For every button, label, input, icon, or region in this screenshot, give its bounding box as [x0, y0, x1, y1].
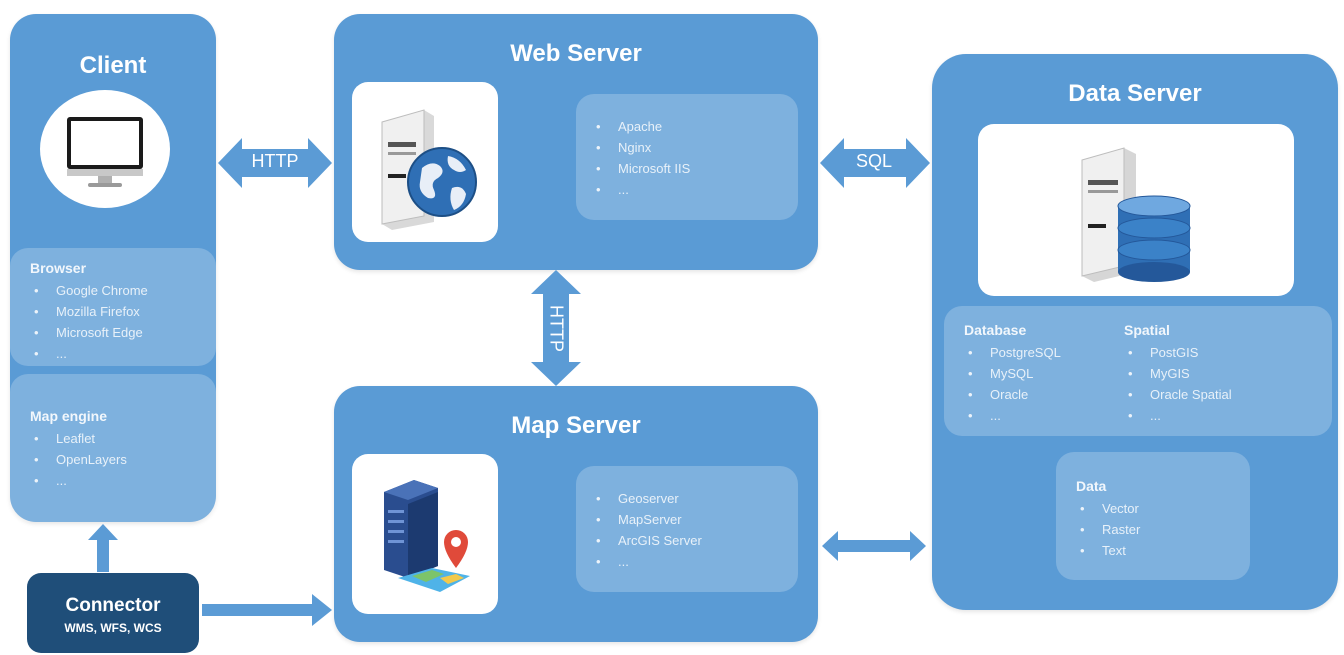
map-server-icon [384, 480, 470, 592]
spatial-list: PostGIS MyGIS Oracle Spatial ... [1124, 342, 1232, 426]
list-item: Apache [592, 116, 690, 137]
http-double-arrow-web-map [531, 270, 581, 386]
list-item: MyGIS [1124, 363, 1232, 384]
browser-list: Google Chrome Mozilla Firefox Microsoft … [30, 280, 148, 364]
list-item: MySQL [964, 363, 1061, 384]
list-item: ... [592, 179, 690, 200]
web-server-box: Web Server Apache Nginx Microsoft IIS ..… [334, 14, 818, 270]
web-server-image-card [352, 82, 498, 242]
list-item: Nginx [592, 137, 690, 158]
data-server-box: Data Server Database PostgreSQL MySQL Or… [932, 54, 1338, 610]
spatial-heading: Spatial [1124, 322, 1170, 338]
http-double-arrow-client-web [218, 138, 332, 188]
list-item: Microsoft Edge [30, 322, 148, 343]
list-item: ... [964, 405, 1061, 426]
map-engine-heading: Map engine [30, 408, 108, 424]
data-heading: Data [1076, 478, 1107, 494]
browser-heading: Browser [30, 260, 87, 276]
connector-subtitle: WMS, WFS, WCS [64, 621, 162, 635]
data-list: Vector Raster Text [1076, 498, 1140, 561]
data-server-title: Data Server [1068, 80, 1202, 107]
list-item: ArcGIS Server [592, 530, 702, 551]
browser-panel: Browser Google Chrome Mozilla Firefox Mi… [10, 248, 216, 366]
list-item: Vector [1076, 498, 1140, 519]
client-box: Client Browser Google Chrome Mozilla Fir… [10, 14, 216, 522]
map-server-software-panel: Geoserver MapServer ArcGIS Server ... [576, 466, 798, 592]
list-item: OpenLayers [30, 449, 127, 470]
list-item: Text [1076, 540, 1140, 561]
data-server-image-card [978, 124, 1294, 296]
list-item: PostGIS [1124, 342, 1232, 363]
sql-label: SQL [855, 151, 893, 171]
http-label-client-web: HTTP [251, 151, 299, 171]
list-item: Oracle [964, 384, 1061, 405]
database-icon [1081, 147, 1191, 282]
list-item: Mozilla Firefox [30, 301, 148, 322]
web-server-list: Apache Nginx Microsoft IIS ... [592, 116, 690, 200]
database-list: PostgreSQL MySQL Oracle ... [964, 342, 1061, 426]
sql-double-arrow [820, 138, 930, 188]
list-item: MapServer [592, 509, 702, 530]
connector-to-map-arrow [202, 594, 332, 626]
list-item: ... [1124, 405, 1232, 426]
map-server-list: Geoserver MapServer ArcGIS Server ... [592, 488, 702, 572]
data-panel: Data Vector Raster Text [1056, 452, 1250, 580]
list-item: Google Chrome [30, 280, 148, 301]
web-server-software-panel: Apache Nginx Microsoft IIS ... [576, 94, 798, 220]
list-item: ... [30, 343, 148, 364]
map-server-title: Map Server [511, 412, 641, 439]
map-server-box: Map Server Geoserver MapServer ArcGIS Se… [334, 386, 818, 642]
list-item: PostgreSQL [964, 342, 1061, 363]
http-label-web-map: HTTP [546, 305, 567, 352]
map-engine-list: Leaflet OpenLayers ... [30, 428, 127, 491]
connector-box: Connector WMS, WFS, WCS [27, 573, 199, 653]
list-item: ... [592, 551, 702, 572]
list-item: Geoserver [592, 488, 702, 509]
web-server-title: Web Server [510, 40, 642, 67]
map-data-double-arrow [822, 531, 926, 561]
connector-title: Connector [65, 595, 161, 616]
list-item: Raster [1076, 519, 1140, 540]
client-title: Client [79, 52, 147, 79]
map-engine-panel: Map engine Leaflet OpenLayers ... [10, 374, 216, 522]
web-server-icon [381, 109, 477, 230]
database-heading: Database [964, 322, 1027, 338]
list-item: Microsoft IIS [592, 158, 690, 179]
map-server-image-card [352, 454, 498, 614]
monitor-icon [67, 117, 143, 187]
list-item: Oracle Spatial [1124, 384, 1232, 405]
list-item: Leaflet [30, 428, 127, 449]
list-item: ... [30, 470, 127, 491]
connector-to-client-arrow [88, 524, 118, 572]
database-spatial-panel: Database PostgreSQL MySQL Oracle ... Spa… [944, 306, 1332, 436]
monitor-card [40, 90, 170, 208]
